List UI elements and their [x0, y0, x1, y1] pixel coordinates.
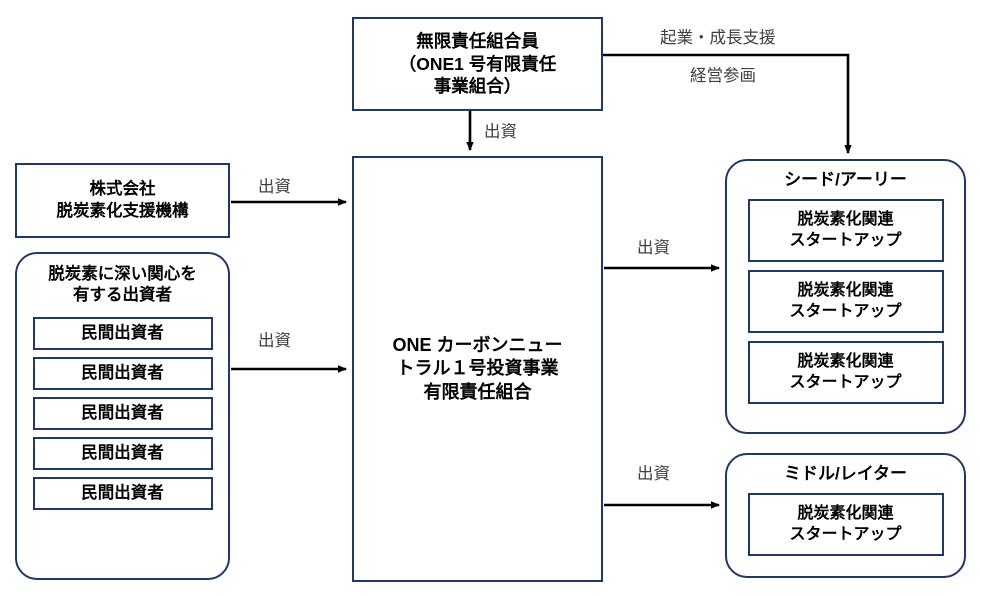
- list-item[interactable]: 脱炭素化関連 スタートアップ: [747, 270, 944, 334]
- edge-label-gp-to-fund: 出資: [484, 123, 517, 141]
- list-item[interactable]: 民間出資者: [32, 356, 213, 390]
- investors-title-line-1: 脱炭素に深い関心を: [48, 265, 197, 283]
- group-seed-early-title: シード/アーリー: [784, 170, 907, 189]
- investor-label: 民間出資者: [81, 403, 164, 422]
- investors-title-line-2: 有する出資者: [73, 286, 172, 305]
- list-item[interactable]: 民間出資者: [32, 396, 213, 430]
- fund-line-3: 有限責任組合: [423, 381, 532, 402]
- jicn-line-2: 脱炭素化支援機構: [56, 201, 189, 220]
- edge-label-jicn-to-fund: 出資: [258, 178, 291, 196]
- list-item[interactable]: 脱炭素化関連 スタートアップ: [747, 341, 944, 405]
- investor-label: 民間出資者: [81, 363, 164, 382]
- startup-line-1: 脱炭素化関連: [797, 281, 894, 299]
- gp-line-3: 事業組合）: [433, 76, 522, 97]
- list-item[interactable]: 民間出資者: [32, 476, 213, 510]
- node-general-partner[interactable]: 無限責任組合員 （ONE1 号有限責任 事業組合）: [352, 17, 603, 111]
- middle-later-startup-list: 脱炭素化関連 スタートアップ: [727, 493, 964, 557]
- edge-label-fund-to-seed: 出資: [637, 239, 670, 257]
- jicn-line-1: 株式会社: [89, 180, 156, 199]
- group-middle-later-title: ミドル/レイター: [783, 464, 908, 483]
- edge-label-gp-to-seed-2: 経営参画: [690, 67, 756, 85]
- edge-label-investors-to-fund: 出資: [258, 332, 291, 350]
- startup-line-2: スタートアップ: [789, 373, 902, 391]
- group-private-investors: 脱炭素に深い関心を 有する出資者 民間出資者 民間出資者 民間出資者 民間出資者…: [15, 252, 230, 580]
- startup-line-1: 脱炭素化関連: [797, 210, 894, 228]
- list-item[interactable]: 民間出資者: [32, 316, 213, 350]
- group-private-investors-title: 脱炭素に深い関心を 有する出資者: [42, 264, 203, 307]
- edge-label-gp-to-seed-1: 起業・成長支援: [660, 29, 776, 47]
- group-middle-later: ミドル/レイター 脱炭素化関連 スタートアップ: [725, 453, 966, 578]
- private-investor-list: 民間出資者 民間出資者 民間出資者 民間出資者 民間出資者: [17, 316, 228, 510]
- list-item[interactable]: 脱炭素化関連 スタートアップ: [747, 493, 944, 557]
- seed-early-startup-list: 脱炭素化関連 スタートアップ 脱炭素化関連 スタートアップ 脱炭素化関連 スター…: [727, 199, 964, 405]
- startup-line-1: 脱炭素化関連: [797, 352, 894, 370]
- startup-line-2: スタートアップ: [789, 231, 902, 249]
- gp-line-2: （ONE1 号有限責任: [398, 53, 557, 74]
- investor-label: 民間出資者: [81, 443, 164, 462]
- gp-line-1: 無限責任組合員: [416, 30, 539, 51]
- list-item[interactable]: 民間出資者: [32, 436, 213, 470]
- edge-label-fund-to-middle: 出資: [637, 465, 670, 483]
- investor-label: 民間出資者: [81, 323, 164, 342]
- startup-line-1: 脱炭素化関連: [797, 504, 894, 522]
- node-fund[interactable]: ONE カーボンニュー トラル１号投資事業 有限責任組合: [352, 156, 603, 582]
- node-jicn[interactable]: 株式会社 脱炭素化支援機構: [15, 163, 230, 238]
- fund-line-2: トラル１号投資事業: [396, 358, 559, 379]
- group-seed-early: シード/アーリー 脱炭素化関連 スタートアップ 脱炭素化関連 スタートアップ 脱…: [725, 159, 966, 434]
- startup-line-2: スタートアップ: [789, 525, 902, 543]
- startup-line-2: スタートアップ: [789, 302, 902, 320]
- fund-line-1: ONE カーボンニュー: [392, 334, 563, 355]
- list-item[interactable]: 脱炭素化関連 スタートアップ: [747, 199, 944, 263]
- investor-label: 民間出資者: [81, 483, 164, 502]
